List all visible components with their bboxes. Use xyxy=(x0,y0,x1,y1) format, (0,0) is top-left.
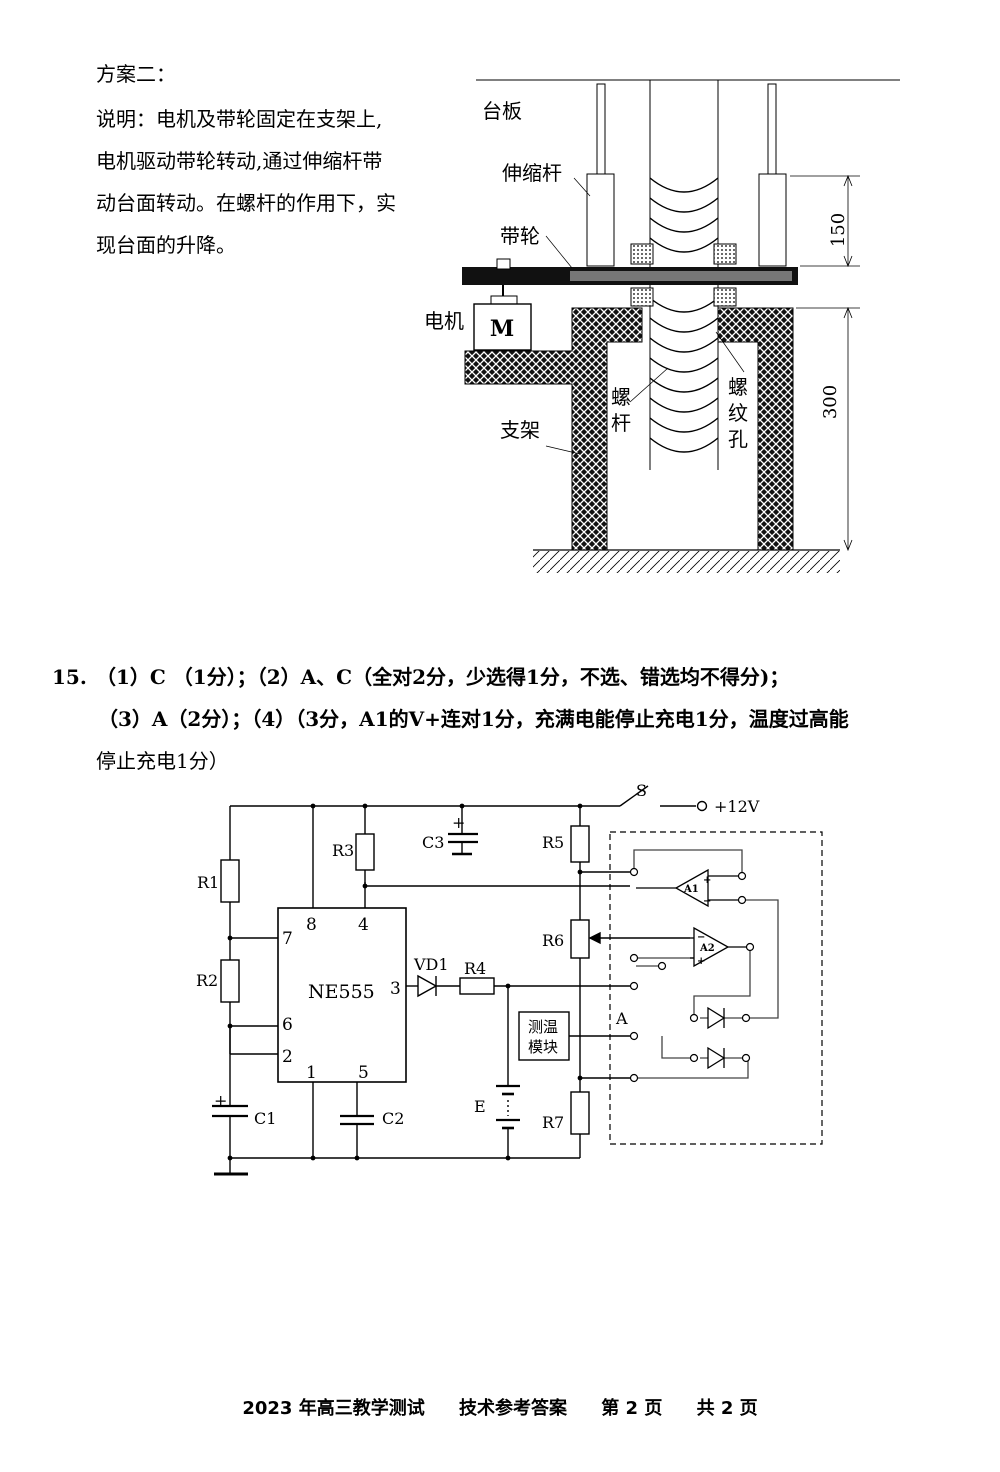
pin6-label: 6 xyxy=(282,1015,293,1035)
motor-label: 电机 xyxy=(424,309,464,333)
r6-potentiometer xyxy=(570,919,590,959)
r5-label: R5 xyxy=(542,833,564,852)
r4-label: R4 xyxy=(464,959,486,978)
screw-label-2: 杆 xyxy=(611,411,631,435)
op-amp-a2-label: A2 xyxy=(699,943,715,954)
footer-page: 第 2 页 xyxy=(601,1398,663,1419)
r3-resistor xyxy=(355,833,375,871)
r5-resistor xyxy=(570,825,590,863)
r3-label: R3 xyxy=(332,841,354,860)
scheme-title: 方案二： xyxy=(96,62,176,86)
rod-label: 伸缩杆 xyxy=(502,161,562,185)
screw-label-1: 螺 xyxy=(611,385,631,409)
telescopic-rod-left-outer xyxy=(586,173,615,267)
hole-label-1: 螺 xyxy=(728,375,748,399)
screw-thread xyxy=(649,177,719,453)
c3-label: C3 xyxy=(422,833,444,852)
r2-resistor xyxy=(220,959,240,1003)
pulley-hub xyxy=(496,258,511,270)
hole-label-2: 纹 xyxy=(728,401,748,425)
supply-label: +12V xyxy=(714,797,760,816)
c1-plus: + xyxy=(214,1091,227,1110)
r1-label: R1 xyxy=(197,873,219,892)
r1-resistor xyxy=(220,859,240,903)
pulley-inner xyxy=(570,271,792,281)
dim-150-text: 150 xyxy=(828,213,849,247)
charging-circuit-diagram: S +12V R1 R2 R3 C3 R4 R5 R6 R7 C1 C2 VD1… xyxy=(196,781,823,1176)
bracket-label: 支架 xyxy=(500,418,540,442)
switch-label: S xyxy=(636,781,647,800)
question-number: 15. xyxy=(52,665,87,689)
r7-resistor xyxy=(570,1091,590,1135)
wiring-area xyxy=(609,831,823,1145)
c3-plus: + xyxy=(452,813,465,832)
page-footer: 2023 年高三教学测试 技术参考答案 第 2 页 共 2 页 xyxy=(0,1394,1000,1420)
footer-total: 共 2 页 xyxy=(696,1398,758,1419)
battery-label: E xyxy=(474,1097,486,1116)
a2-plus: + xyxy=(697,956,705,967)
motor-shaft-block xyxy=(490,295,518,305)
node-a-label: A xyxy=(615,1009,628,1028)
bearing-bottom-left xyxy=(630,287,654,307)
telescopic-rod-right-outer xyxy=(758,173,787,267)
telescopic-rod-left-inner xyxy=(596,83,606,177)
vd1-diode xyxy=(417,974,438,998)
bearing-bottom-right xyxy=(713,287,737,307)
motor-box xyxy=(473,303,532,351)
footer-exam: 2023 年高三教学测试 xyxy=(242,1398,425,1419)
pin8-label: 8 xyxy=(306,915,317,935)
a2-minus: − xyxy=(697,932,705,943)
a1-minus: − xyxy=(703,896,711,907)
motor-symbol: M xyxy=(490,316,514,342)
ground-hatch xyxy=(533,551,840,573)
footer-subject: 技术参考答案 xyxy=(458,1398,567,1419)
lift-mechanism-diagram: M 150 300 台板 伸缩杆 带轮 电机 支架 螺 杆 螺 纹 孔 xyxy=(424,79,900,573)
pin3-label: 3 xyxy=(390,979,401,999)
op-amp-a1 xyxy=(674,868,709,908)
r2-label: R2 xyxy=(196,971,218,990)
switch-blade xyxy=(619,785,649,807)
pin7-label: 7 xyxy=(282,929,293,949)
a1-plus: + xyxy=(703,875,711,886)
pin2-label: 2 xyxy=(282,1047,293,1067)
bearing-top-right xyxy=(713,243,737,265)
chip-label: NE555 xyxy=(308,981,375,1003)
pulley-label: 带轮 xyxy=(500,224,540,248)
temp-module-line2: 模块 xyxy=(528,1038,558,1056)
diode-lower xyxy=(707,1046,726,1070)
answer-line-3: 停止充电1分） xyxy=(96,749,229,773)
temp-module-line1: 测温 xyxy=(528,1018,558,1036)
pin5-label: 5 xyxy=(358,1063,369,1083)
op-amp-a1-label: A1 xyxy=(683,884,699,895)
pin1-label: 1 xyxy=(306,1063,317,1083)
telescopic-rod-right-inner xyxy=(767,83,777,177)
answer-line-2: （3）A（2分）；（4）（3分，A1的V+连对1分，充满电能停止充电1分，温度过… xyxy=(98,707,849,731)
r7-label: R7 xyxy=(542,1113,564,1132)
bearing-top-left xyxy=(630,243,654,265)
answer-line-1: （1）C （1分）；（2）A、C（全对2分，少选得1分，不选、错选均不得分)； xyxy=(96,665,790,689)
c1-label: C1 xyxy=(254,1109,276,1128)
platform-label: 台板 xyxy=(482,99,522,123)
scheme-description: 说明：电机及带轮固定在支架上,电机驱动带轮转动,通过伸缩杆带动台面转动。在螺杆的… xyxy=(96,107,396,257)
hole-label-3: 孔 xyxy=(728,427,748,451)
dim-300-text: 300 xyxy=(820,385,841,419)
r6-label: R6 xyxy=(542,931,564,950)
vd1-label: VD1 xyxy=(413,955,449,974)
ne555-chip xyxy=(277,907,407,1083)
pin4-label: 4 xyxy=(358,915,369,935)
r4-resistor xyxy=(459,977,495,995)
c2-label: C2 xyxy=(382,1109,404,1128)
diode-upper xyxy=(707,1006,726,1030)
op-amp-a2 xyxy=(693,926,730,968)
